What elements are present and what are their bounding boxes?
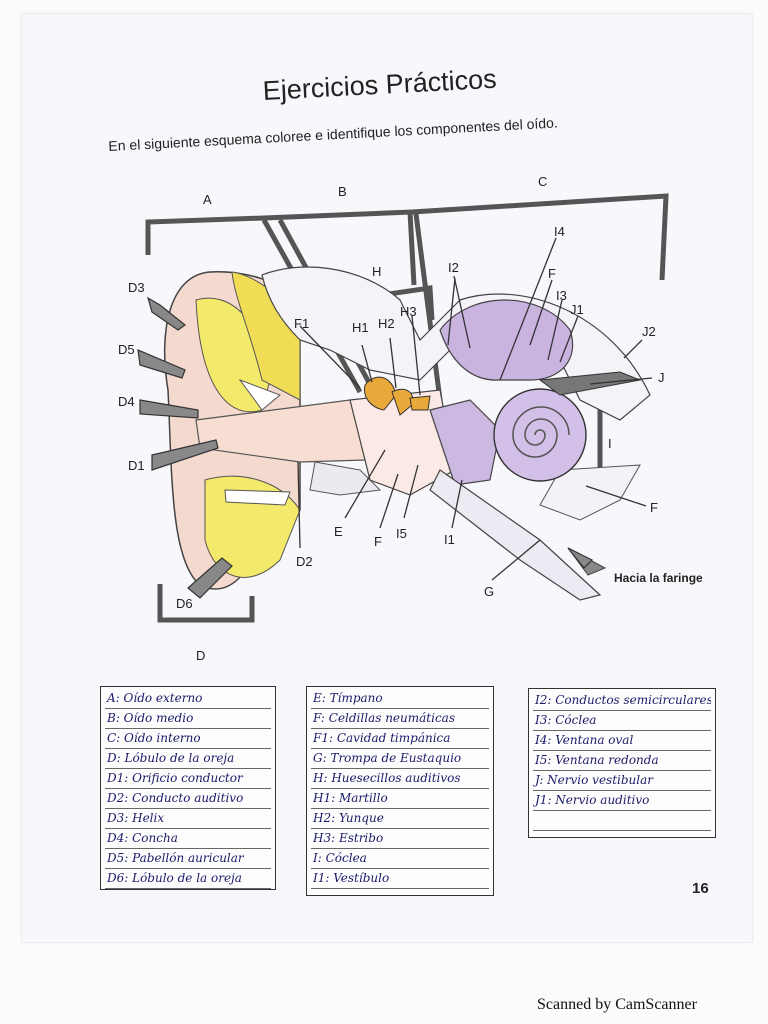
- answer-line: D2: Conducto auditivo: [105, 787, 271, 809]
- label-d1: D1: [128, 458, 145, 473]
- answer-line: D1: Orificio conductor: [105, 767, 271, 789]
- answer-line: D: Lóbulo de la oreja: [105, 747, 271, 769]
- label-d4: D4: [118, 394, 135, 409]
- arrow-markers: [137, 296, 594, 599]
- answer-line: J1: Nervio auditivo: [533, 789, 711, 811]
- answer-box-1: A: Oído externo B: Oído medio C: Oído in…: [100, 686, 276, 890]
- label-j1: J1: [570, 302, 584, 317]
- label-faringe: Hacia la faringe: [614, 571, 703, 585]
- answer-line: I5: Ventana redonda: [533, 749, 711, 771]
- answer-box-2: E: Tímpano F: Celdillas neumáticas F1: C…: [306, 686, 494, 896]
- section-brackets: [145, 193, 669, 623]
- label-j2: J2: [642, 324, 656, 339]
- label-d5: D5: [118, 342, 135, 357]
- answer-line: C: Oído interno: [105, 727, 271, 749]
- label-i1: I1: [444, 532, 455, 547]
- answer-box-3: I2: Conductos semicirculares I3: Cóclea …: [528, 688, 716, 838]
- label-d6: D6: [176, 596, 193, 611]
- answer-line: I2: Conductos semicirculares: [533, 689, 711, 711]
- answer-line: H3: Estribo: [311, 827, 489, 849]
- label-i: I: [608, 436, 612, 451]
- answer-line: F: Celdillas neumáticas: [311, 707, 489, 729]
- label-f-middle: F: [374, 534, 382, 549]
- label-h3: H3: [400, 304, 417, 319]
- pointer-lines: [297, 237, 653, 581]
- answer-line: H: Huesecillos auditivos: [311, 767, 489, 789]
- answer-line: D4: Concha: [105, 827, 271, 849]
- label-c: C: [538, 174, 547, 189]
- answer-line: I3: Cóclea: [533, 709, 711, 731]
- label-e: E: [334, 524, 343, 539]
- label-i3: I3: [556, 288, 567, 303]
- label-i4: I4: [554, 224, 565, 239]
- label-h: H: [372, 264, 381, 279]
- answer-line: B: Oído medio: [105, 707, 271, 729]
- label-d2: D2: [296, 554, 313, 569]
- answer-line: I1: Vestíbulo: [311, 867, 489, 889]
- answer-line: D5: Pabellón auricular: [105, 847, 271, 869]
- answer-line: [533, 809, 711, 831]
- label-f-bottom: F: [650, 500, 658, 515]
- page-number: 16: [692, 880, 709, 897]
- label-h2: H2: [378, 316, 395, 331]
- answer-line: J: Nervio vestibular: [533, 769, 711, 791]
- answer-line: I: Cóclea: [311, 847, 489, 869]
- answer-line: F1: Cavidad timpánica: [311, 727, 489, 749]
- answer-line: D6: Lóbulo de la oreja: [105, 867, 271, 889]
- label-f1: F1: [294, 316, 309, 331]
- label-g: G: [484, 584, 494, 599]
- label-f-top: F: [548, 266, 556, 281]
- diagram-labels: A B C D D1 D2 D3 D4 D5 D6 E F F F F1 G H…: [118, 174, 703, 663]
- answer-line: G: Trompa de Eustaquio: [311, 747, 489, 769]
- answer-line: H1: Martillo: [311, 787, 489, 809]
- label-a: A: [203, 192, 212, 207]
- answer-line: H2: Yunque: [311, 807, 489, 829]
- answer-line: I4: Ventana oval: [533, 729, 711, 751]
- scanner-watermark: Scanned by CamScanner: [537, 996, 697, 1013]
- label-i5: I5: [396, 526, 407, 541]
- label-d3: D3: [128, 280, 145, 295]
- label-b: B: [338, 184, 347, 199]
- label-j: J: [658, 370, 665, 385]
- label-d: D: [196, 648, 205, 663]
- middle-ear: [349, 376, 456, 496]
- answer-line: E: Tímpano: [311, 687, 489, 709]
- answer-line: D3: Helix: [105, 807, 271, 829]
- label-i2: I2: [448, 260, 459, 275]
- inner-ear: [429, 299, 642, 486]
- label-h1: H1: [352, 320, 369, 335]
- answer-line: A: Oído externo: [105, 687, 271, 709]
